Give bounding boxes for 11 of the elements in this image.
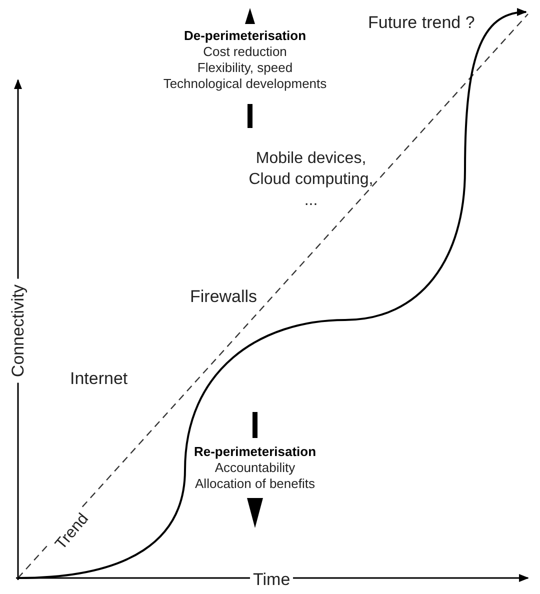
axis-label: Mobile devices, Cloud computing, ...	[248, 149, 374, 211]
axis-label: Cost reduction	[202, 44, 288, 59]
axis-label: Internet	[70, 368, 128, 390]
axis-label: Re-perimeterisation	[192, 444, 318, 459]
axis-label: Flexibility, speed	[196, 60, 294, 75]
axis-label: Allocation of benefits	[194, 476, 316, 491]
axis-label: Technological developments	[162, 76, 328, 91]
axis-label: Firewalls	[190, 286, 258, 308]
axis-label: De-perimeterisation	[182, 28, 308, 43]
axis-label: Accountability	[214, 460, 296, 475]
axis-label: Future trend ?	[368, 12, 475, 34]
